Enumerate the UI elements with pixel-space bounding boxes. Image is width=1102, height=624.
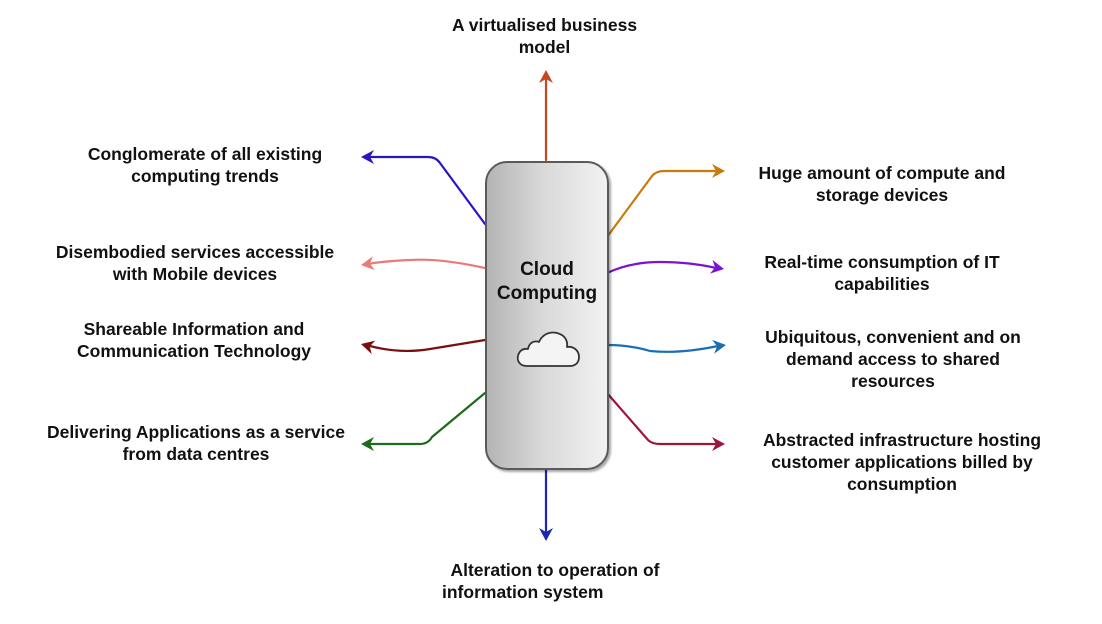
label-line: A virtualised business [451,15,638,35]
label-line: consumption [847,474,957,494]
label-line: demand access to shared [786,349,1000,369]
label-line: Abstracted infrastructure hosting [762,430,1042,450]
label-bottom: Alteration to operation of information s… [430,559,680,603]
label-line: Huge amount of compute and [758,163,1006,183]
arrowhead-right-4 [712,437,725,451]
label-left-1: Conglomerate of all existing computing t… [60,143,350,187]
label-line: computing trends [131,166,279,186]
arrow-line-left-1 [366,155,487,226]
arrowhead-right-3 [712,339,726,354]
label-right-4: Abstracted infrastructure hosting custom… [742,429,1062,495]
label-line: with Mobile devices [112,264,278,284]
arrow-line-right-4 [605,391,720,446]
label-line: Delivering Applications as a service [47,422,345,442]
label-top: A virtualised business model [437,14,652,58]
cloud-computing-hub: Cloud Computing [485,161,609,470]
label-line: Alteration to operation of [450,560,660,580]
label-line: resources [851,371,935,391]
arrowhead-right-1 [712,164,725,178]
label-right-2: Real-time consumption of IT capabilities [742,251,1022,295]
arrow-line-right-1 [605,169,720,239]
cloud-icon [516,331,580,367]
label-left-3: Shareable Information and Communication … [44,318,344,362]
arrow-line-right-2 [605,260,718,275]
label-right-1: Huge amount of compute and storage devic… [736,162,1028,206]
label-line: from data centres [122,444,270,464]
hub-title-line-2: Computing [496,283,598,304]
label-left-4: Delivering Applications as a service fro… [22,421,370,465]
label-line: customer applications billed by [771,452,1033,472]
arrowhead-right-2 [709,259,724,274]
label-line: information system [442,582,604,602]
label-line: Communication Technology [77,341,311,361]
arrowhead-left-1 [361,150,374,164]
label-line: Ubiquitous, convenient and on [765,327,1021,347]
label-left-2: Disembodied services accessible with Mob… [30,241,360,285]
label-line: capabilities [834,274,930,294]
arrowhead-left-2 [361,256,375,271]
arrow-line-right-3 [605,343,720,353]
hub-title-line-1: Cloud [520,259,574,280]
arrowhead-left-4 [361,437,374,451]
label-right-3: Ubiquitous, convenient and on demand acc… [748,326,1038,392]
hub-title: Cloud Computing [487,258,607,306]
label-line: storage devices [815,185,949,205]
arrow-line-left-3 [368,338,487,353]
arrowhead-top [539,70,553,83]
label-line: model [518,37,571,57]
label-line: Disembodied services accessible [55,242,335,262]
arrow-line-left-2 [366,258,487,270]
arrow-line-left-4 [366,391,487,446]
arrowhead-left-3 [361,340,376,355]
label-line: Real-time consumption of IT [764,252,1000,272]
label-line: Conglomerate of all existing [87,144,323,164]
arrowhead-bottom [539,528,553,541]
label-line: Shareable Information and [83,319,305,339]
